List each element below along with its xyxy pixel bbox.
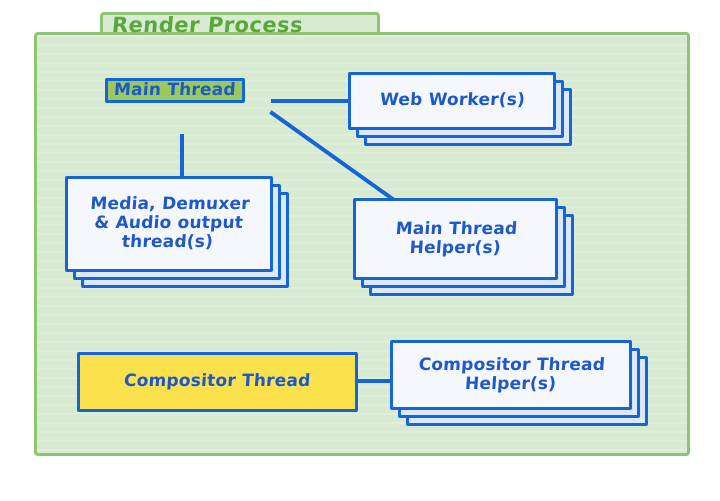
node-main-thread-helper[interactable]: Main Thread Helper(s) xyxy=(353,198,574,296)
node-compositor-helper-label: Compositor Thread Helper(s) xyxy=(417,354,606,394)
node-main-thread-label: Main Thread xyxy=(113,80,237,100)
node-media-demuxer-label: Media, Demuxer & Audio output thread(s) xyxy=(89,194,251,253)
node-web-worker-face: Web Worker(s) xyxy=(348,72,556,130)
node-compositor-helper[interactable]: Compositor Thread Helper(s) xyxy=(390,340,648,426)
page-title: Render Process xyxy=(110,13,305,37)
node-main-thread[interactable]: Main Thread xyxy=(105,78,273,136)
node-compositor-thread[interactable]: Compositor Thread xyxy=(77,352,358,412)
node-main-thread-helper-label: Main Thread Helper(s) xyxy=(394,218,518,258)
node-web-worker[interactable]: Web Worker(s) xyxy=(348,72,572,146)
node-media-demuxer-face: Media, Demuxer & Audio output thread(s) xyxy=(65,176,273,272)
node-web-worker-label: Web Worker(s) xyxy=(378,90,526,111)
node-main-thread-helper-face: Main Thread Helper(s) xyxy=(353,198,558,280)
node-media-demuxer[interactable]: Media, Demuxer & Audio output thread(s) xyxy=(65,176,289,288)
node-compositor-thread-label: Compositor Thread xyxy=(123,371,312,392)
node-main-thread-face: Main Thread xyxy=(105,78,245,104)
node-compositor-thread-face: Compositor Thread xyxy=(77,352,358,412)
node-compositor-helper-face: Compositor Thread Helper(s) xyxy=(390,340,632,410)
